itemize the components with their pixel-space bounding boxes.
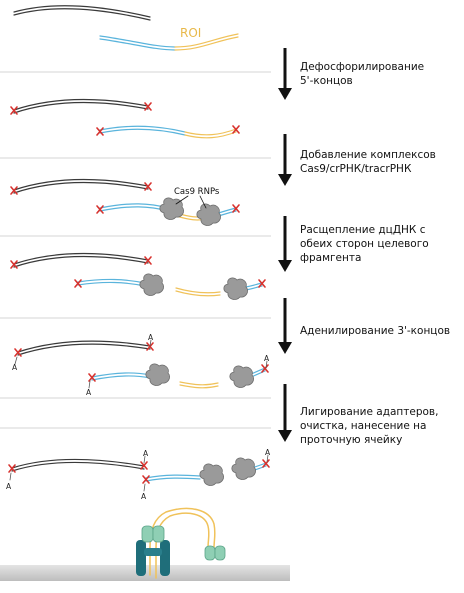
a-overhang-label: A xyxy=(6,482,12,491)
down-arrow-icon xyxy=(278,48,292,100)
dividers xyxy=(0,71,271,429)
dna-strand-black xyxy=(13,99,149,114)
cut-mark-icon xyxy=(10,260,18,269)
cut-mark-icon xyxy=(142,475,150,484)
cut-marks xyxy=(10,182,240,214)
cut-marks xyxy=(10,256,266,288)
cut-marks xyxy=(10,102,240,136)
a-overhang-label: A xyxy=(148,333,154,342)
flow-cell xyxy=(0,507,290,581)
down-arrow-icon xyxy=(278,134,292,186)
down-arrow-icon xyxy=(278,384,292,442)
cas9-blob-icon xyxy=(196,203,221,226)
down-arrow-icon xyxy=(278,216,292,272)
cut-mark-icon xyxy=(144,182,152,191)
cut-mark-icon xyxy=(14,348,22,357)
cas9-blob-icon xyxy=(145,363,170,386)
stage-2 xyxy=(10,99,240,139)
dna-strand-blue xyxy=(145,474,201,482)
dna-strand-black xyxy=(17,340,151,356)
step-4-line-1: Аденилирование 3'-концов xyxy=(300,325,450,337)
cut-mark-icon xyxy=(144,102,152,111)
dna-strand-black xyxy=(11,458,145,472)
step-5-line-1: Лигирование адаптеров, xyxy=(300,406,438,418)
cut-mark-icon xyxy=(232,204,240,213)
step-1-text: Дефосфорилирование 5'-концов xyxy=(300,61,424,87)
dna-strand-black xyxy=(13,5,151,21)
cut-mark-icon xyxy=(88,373,96,382)
dna-strand-blue xyxy=(77,278,146,287)
step-3-text: Расщепление дцДНК с обеих сторон целевог… xyxy=(300,224,429,264)
a-overhang-label: A xyxy=(12,363,18,372)
cut-mark-icon xyxy=(140,461,148,470)
cut-mark-icon xyxy=(74,279,82,288)
motor-protein-icon xyxy=(141,525,165,543)
step-3-line-1: Расщепление дцДНК с xyxy=(300,224,426,236)
step-2-line-2: Cas9/crРНК/tracrРНК xyxy=(300,163,412,175)
dna-strand-black xyxy=(13,179,149,194)
a-overhang-label: A xyxy=(265,448,271,457)
step-1-line-1: Дефосфорилирование xyxy=(300,61,424,73)
rnp-pointers xyxy=(175,195,207,209)
cas9-blob-icon xyxy=(229,365,254,388)
cut-marks xyxy=(14,342,269,382)
step-4-text: Аденилирование 3'-концов xyxy=(300,325,450,337)
roi-fragment xyxy=(175,287,221,297)
step-3-line-2: обеих сторон целевого xyxy=(300,238,429,250)
cut-mark-icon xyxy=(232,125,240,134)
step-5-line-2: очистка, нанесение на xyxy=(300,420,426,432)
stage-6: A A A A xyxy=(6,448,271,501)
stage-1: ROI xyxy=(13,5,239,51)
cut-mark-icon xyxy=(144,256,152,265)
roi-label: ROI xyxy=(180,26,201,40)
cut-mark-icon xyxy=(10,106,18,115)
step-3-line-3: фрамгента xyxy=(300,252,361,264)
cas9-blob-icon xyxy=(139,273,164,296)
a-overhang-ticks xyxy=(14,339,268,389)
dna-strand-blue xyxy=(99,33,239,51)
cut-mark-icon xyxy=(146,342,154,351)
nanopore-icon xyxy=(136,540,170,576)
cut-mark-icon xyxy=(96,205,104,214)
cut-mark-icon xyxy=(262,459,270,468)
dna-strand-blue xyxy=(99,125,237,139)
step-2-line-1: Добавление комплексов xyxy=(300,149,436,161)
a-overhang-label: A xyxy=(264,354,270,363)
step-5-line-3: проточную ячейку xyxy=(300,434,402,446)
roi-fragment xyxy=(179,381,219,389)
a-overhang-ticks xyxy=(9,454,269,492)
cas9-blob-icon xyxy=(223,277,248,300)
stage-3: Cas9 RNPs xyxy=(10,179,240,226)
step-1-line-2: 5'-концов xyxy=(300,75,353,87)
stage-5: A A A A xyxy=(12,333,270,397)
a-overhang-label: A xyxy=(86,388,92,397)
cas9-rnps-label: Cas9 RNPs xyxy=(174,187,220,197)
cut-mark-icon xyxy=(10,186,18,195)
cut-marks xyxy=(8,459,270,484)
cut-mark-icon xyxy=(96,127,104,136)
cut-mark-icon xyxy=(261,364,269,373)
dna-strand-blue xyxy=(91,372,151,381)
cas9-blob-icon xyxy=(231,457,256,480)
motor-protein-icon xyxy=(204,545,226,561)
step-2-text: Добавление комплексов Cas9/crРНК/tracrРН… xyxy=(300,149,436,175)
cut-mark-icon xyxy=(258,279,266,288)
a-overhang-label: A xyxy=(141,492,147,501)
a-overhang-label: A xyxy=(143,449,149,458)
cut-mark-icon xyxy=(8,464,16,473)
step-5-text: Лигирование адаптеров, очистка, нанесени… xyxy=(300,406,438,446)
cas9-blob-icon xyxy=(199,463,224,486)
stage-4 xyxy=(10,253,266,300)
arrows xyxy=(278,48,292,442)
dna-strand-black xyxy=(13,253,149,268)
down-arrow-icon xyxy=(278,298,292,354)
